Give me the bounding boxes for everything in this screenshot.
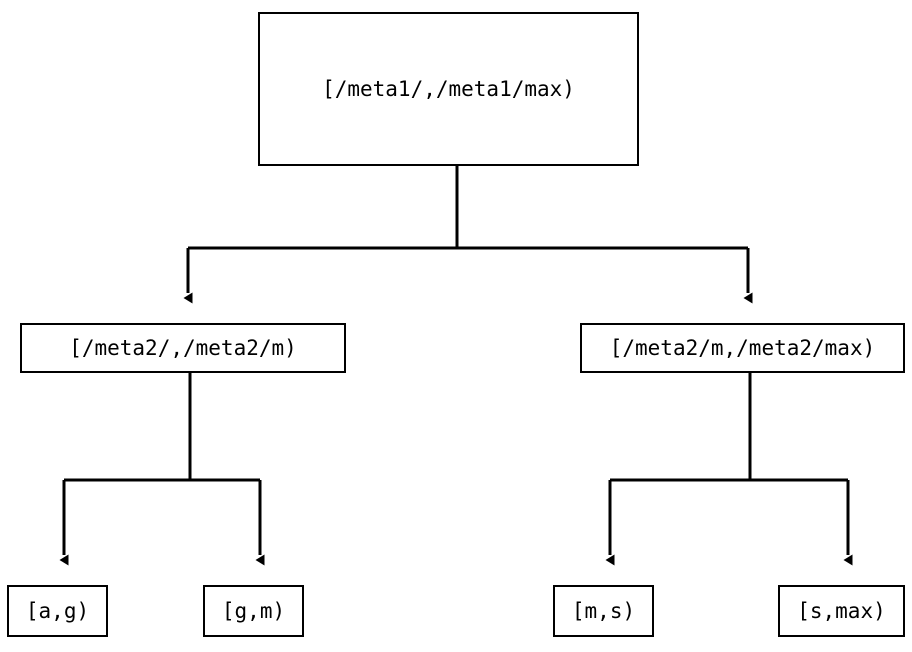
node-root[interactable]: [/meta1/,/meta1/max) <box>258 12 639 166</box>
node-leaf-smax[interactable]: [s,max) <box>778 585 905 637</box>
node-leaf-ms[interactable]: [m,s) <box>553 585 654 637</box>
node-leaf-gm[interactable]: [g,m) <box>203 585 304 637</box>
node-leaf-ag[interactable]: [a,g) <box>7 585 108 637</box>
edge-left-mid-to-children <box>59 373 265 566</box>
node-root-label: [/meta1/,/meta1/max) <box>322 76 575 101</box>
node-left-mid-label: [/meta2/,/meta2/m) <box>69 335 297 360</box>
node-leaf-ms-label: [m,s) <box>571 598 636 623</box>
node-leaf-smax-label: [s,max) <box>797 598 886 623</box>
node-leaf-ag-label: [a,g) <box>25 598 90 623</box>
edge-right-mid-to-children <box>605 373 853 566</box>
node-right-mid-label: [/meta2/m,/meta2/max) <box>609 335 876 360</box>
node-right-mid[interactable]: [/meta2/m,/meta2/max) <box>580 323 905 373</box>
edge-root-to-children <box>183 166 753 304</box>
node-leaf-gm-label: [g,m) <box>221 598 286 623</box>
node-left-mid[interactable]: [/meta2/,/meta2/m) <box>20 323 346 373</box>
